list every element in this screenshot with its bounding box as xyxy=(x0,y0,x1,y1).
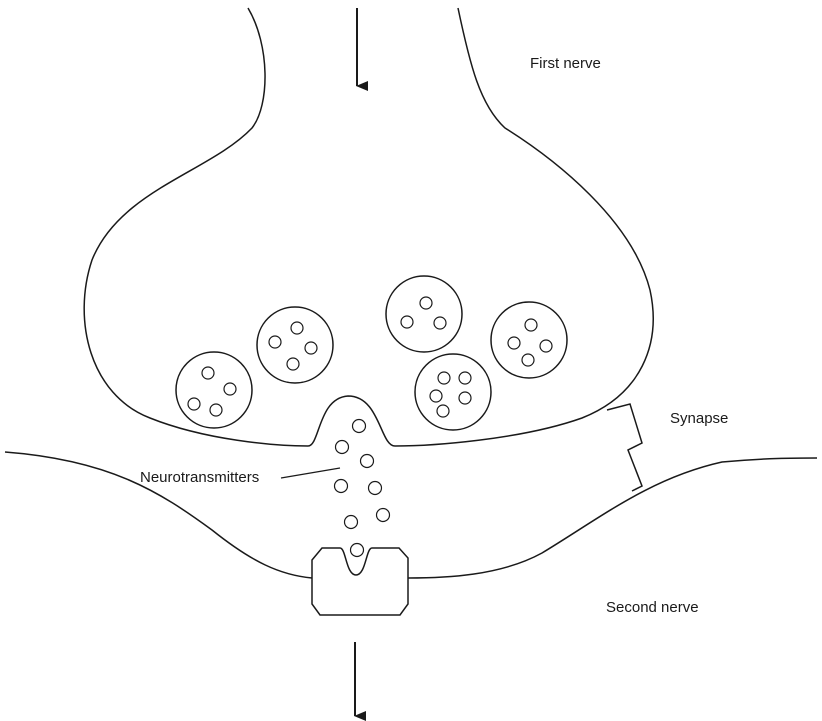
neurotransmitters-leader-line xyxy=(281,468,340,478)
neurotransmitter-molecule xyxy=(345,516,358,529)
neurotransmitter-molecule xyxy=(369,482,382,495)
neurotransmitters-label: Neurotransmitters xyxy=(140,470,259,485)
vesicle xyxy=(257,307,333,383)
neurotransmitter-molecule xyxy=(353,420,366,433)
vesicle xyxy=(491,302,567,378)
vesicle xyxy=(176,352,252,428)
vesicle xyxy=(386,276,462,352)
neurotransmitter-molecule xyxy=(336,441,349,454)
second-nerve-membrane-right xyxy=(408,458,817,578)
second-nerve-label: Second nerve xyxy=(606,600,699,615)
neurotransmitter-molecule xyxy=(351,544,364,557)
neurotransmitter-molecule xyxy=(335,480,348,493)
neurotransmitter-molecule xyxy=(377,509,390,522)
first-nerve-label: First nerve xyxy=(530,56,601,71)
neurotransmitter-molecules xyxy=(335,420,390,557)
receptor xyxy=(312,548,408,615)
vesicle xyxy=(415,354,491,430)
synapse-label: Synapse xyxy=(670,411,728,426)
synapse-brace xyxy=(607,404,642,491)
first-nerve-terminal xyxy=(84,8,653,446)
neurotransmitter-molecule xyxy=(361,455,374,468)
